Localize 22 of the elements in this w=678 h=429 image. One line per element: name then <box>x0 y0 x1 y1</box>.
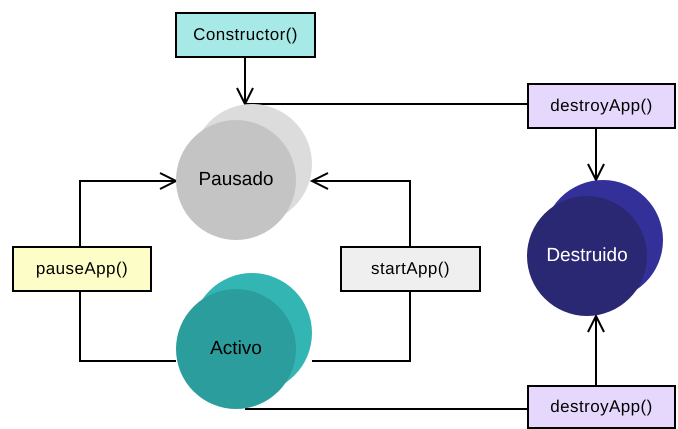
method-name: destroyApp() <box>550 95 653 118</box>
method-box <box>12 246 152 292</box>
state-name: Activo <box>210 336 262 361</box>
connector-line <box>245 103 527 105</box>
method-name: Constructor() <box>193 24 298 46</box>
method-name: destroyApp() <box>550 396 653 418</box>
method-box <box>527 83 676 129</box>
state-name: Destruido <box>546 244 628 268</box>
arrow <box>79 172 177 246</box>
arrow <box>587 315 605 385</box>
method-box <box>175 12 316 58</box>
connector-line <box>244 408 527 410</box>
method-box <box>527 385 676 429</box>
connector-line <box>79 292 176 362</box>
method-name: pauseApp() <box>36 258 128 280</box>
arrow <box>311 172 411 246</box>
method-box <box>340 246 481 292</box>
connector-line <box>312 292 411 362</box>
method-name: startApp() <box>371 258 450 280</box>
arrow <box>587 129 605 181</box>
state-name: Pausado <box>198 168 274 192</box>
arrow <box>236 58 254 105</box>
